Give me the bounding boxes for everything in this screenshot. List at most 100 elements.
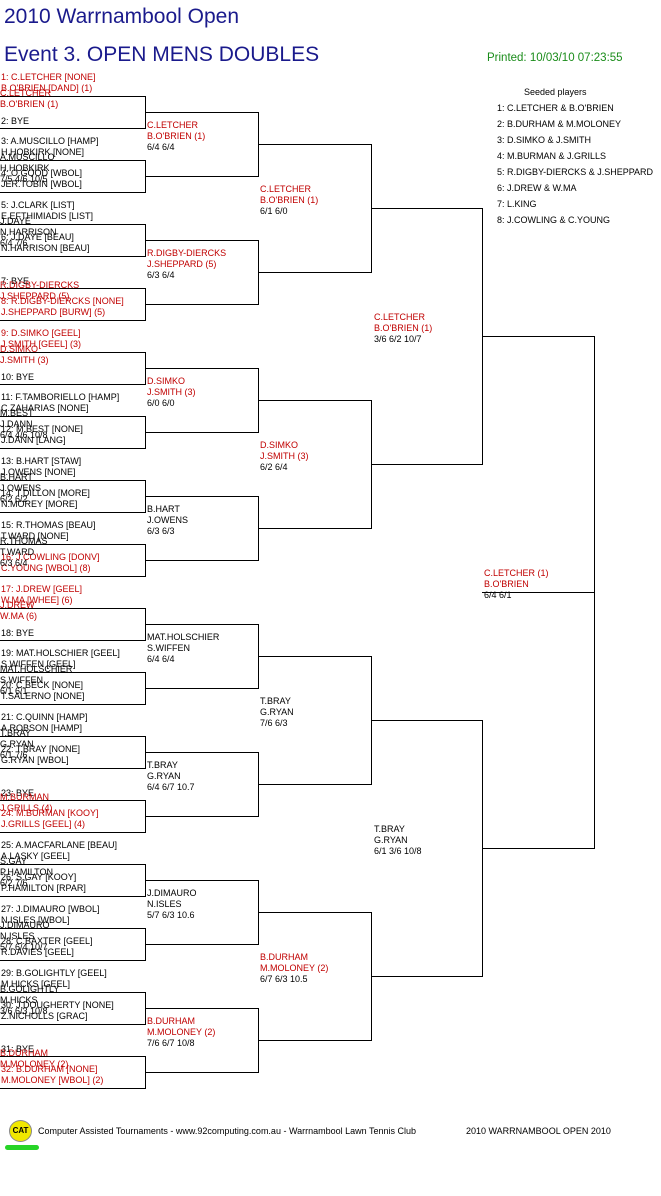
seed-item: 3: D.SIMKO & J.SMITH [497, 135, 592, 145]
player-name: J.SHEPPARD [BURW] (5) [1, 307, 106, 317]
player-name: M.BURMAN [0, 792, 49, 802]
player-name: 4: O.GOOD [WBOL] [1, 168, 83, 178]
round-line [145, 176, 259, 177]
player-name: R.DAVIES [GEEL] [1, 947, 74, 957]
entry-line [0, 544, 146, 545]
player-name: B.DURHAM [147, 1016, 196, 1026]
seed-item: 7: L.KING [497, 199, 537, 209]
player-name: R.DIGBY-DIERCKS [0, 280, 80, 290]
match-score: 6/3 6/4 [0, 558, 28, 568]
player-name: S.GAY [0, 856, 27, 866]
player-name: 24: M.BURMAN [KOOY] [1, 808, 99, 818]
draw-entry: 26: S.GAY [KOOY] P.HAMILTON [RPAR] [1, 872, 86, 894]
page-title: 2010 Warrnambool Open [4, 5, 240, 28]
match-score: 7/6 6/3 [260, 718, 288, 728]
draw-entry: 4: O.GOOD [WBOL] JER.TOBIN [WBOL] [1, 168, 82, 190]
player-name: T.BRAY [260, 696, 291, 706]
player-name: 12: M.BEST [NONE] [1, 424, 83, 434]
player-name: 28: C.BAXTER [GEEL] [1, 936, 93, 946]
player-name: M.BEST [0, 408, 34, 418]
player-name: G.RYAN [0, 739, 34, 749]
entry-line [0, 448, 146, 449]
seed-item: 4: M.BURMAN & J.GRILLS [497, 151, 607, 161]
player-name: 22: T.BRAY [NONE] [1, 744, 81, 754]
match-score: 6/1 7/6 [0, 750, 28, 760]
player-name: 23: BYE [1, 788, 35, 798]
player-name: 25: A.MACFARLANE [BEAU] [1, 840, 118, 850]
match-score: 6/4 6/7 10.7 [147, 782, 195, 792]
bracket-connector [594, 336, 595, 849]
player-name: N.HARRISON [0, 227, 57, 237]
draw-entry: 32: B.DURHAM [NONE] M.MOLONEY [WBOL] (2) [1, 1064, 103, 1086]
player-name: B.O'BRIEN (1) [0, 99, 59, 109]
player-name: 21: C.QUINN [HAMP] [1, 712, 88, 722]
footer-tournament: 2010 WARRNAMBOOL OPEN 2010 [466, 1126, 611, 1136]
draw-entry: 27: J.DIMAURO [WBOL] N.ISLES [WBOL] [1, 904, 100, 926]
player-name: D.SIMKO [0, 344, 39, 354]
player-name: 3: A.MUSCILLO [HAMP] [1, 136, 99, 146]
player-name: 27: J.DIMAURO [WBOL] [1, 904, 100, 914]
entry-line [0, 1024, 146, 1025]
match-score: 6/2 6/2 [0, 494, 28, 504]
match-score: 3/6 6/3 10/8 [0, 1006, 48, 1016]
entry-line [0, 352, 146, 353]
entry-line [0, 608, 146, 609]
draw-entry: 8: R.DIGBY-DIERCKS [NONE] J.SHEPPARD [BU… [1, 296, 124, 318]
entry-line [0, 640, 146, 641]
round-line [258, 144, 372, 145]
round-line [258, 784, 372, 785]
player-name: JER.TOBIN [WBOL] [1, 179, 82, 189]
player-name: 8: R.DIGBY-DIERCKS [NONE] [1, 296, 124, 306]
draw-entry: 18: BYE [1, 628, 34, 639]
round-line [371, 720, 483, 721]
entry-line [0, 288, 146, 289]
player-name: 29: B.GOLIGHTLY [GEEL] [1, 968, 107, 978]
player-name: C.LETCHER [147, 120, 199, 130]
draw-entry: 12: M.BEST [NONE] J.DANN [LANG] [1, 424, 83, 446]
event-title: Event 3. OPEN MENS DOUBLES [4, 43, 320, 66]
seed-item: 2: B.DURHAM & M.MOLONEY [497, 119, 622, 129]
round-line [145, 624, 259, 625]
player-name: C.YOUNG [WBOL] (8) [1, 563, 91, 573]
match-score: 6/2 6/4 [260, 462, 288, 472]
round-line [482, 336, 595, 337]
round-line [145, 1008, 259, 1009]
player-name: B.O'BRIEN (1) [374, 323, 433, 333]
entry-line [0, 384, 146, 385]
player-name: T.WARD [NONE] [1, 531, 69, 541]
round-line [145, 1072, 259, 1073]
cat-logo-icon: CAT [9, 1120, 32, 1142]
player-name: B.O'BRIEN (1) [147, 131, 206, 141]
player-name: C.ZAHARIAS [NONE] [1, 403, 89, 413]
player-name: B.HART [147, 504, 180, 514]
entry-line [0, 960, 146, 961]
player-name: M.HICKS [0, 995, 38, 1005]
player-name: M.MOLONEY (2) [147, 1027, 216, 1037]
player-name: J.SMITH [GEEL] (3) [1, 339, 82, 349]
draw-entry: 24: M.BURMAN [KOOY] J.GRILLS [GEEL] (4) [1, 808, 99, 830]
player-name: N.ISLES [147, 899, 182, 909]
player-name: J.SMITH (3) [147, 387, 196, 397]
draw-entry: 10: BYE [1, 372, 34, 383]
entry-line [0, 128, 146, 129]
round-line [258, 528, 372, 529]
player-name: H.HOBKIRK [0, 163, 50, 173]
match-score: 3/6 6/2 10/7 [374, 334, 422, 344]
player-name: N.HARRISON [BEAU] [1, 243, 90, 253]
match-score: 6/4 6/4 [147, 142, 175, 152]
player-name: G.RYAN [260, 707, 294, 717]
seed-item: 8: J.COWLING & C.YOUNG [497, 215, 611, 225]
